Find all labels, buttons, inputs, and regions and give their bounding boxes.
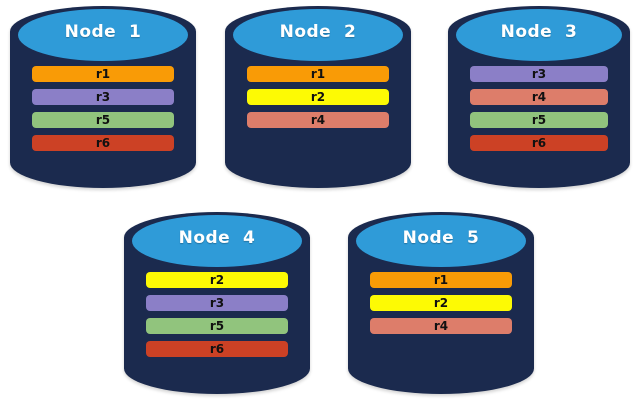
cylinder-top [132,215,302,267]
replica-bar[interactable]: r3 [469,66,609,82]
replica-bar[interactable]: r5 [32,112,174,128]
replica-label: r6 [209,342,225,356]
replica-bar[interactable]: r1 [247,66,389,82]
replica-label: r1 [433,273,449,287]
replica-label: r2 [310,90,326,104]
replica-bar[interactable]: r2 [370,295,512,311]
node-2-replica-list: r1 r2 r4 [225,66,411,128]
cylinder-top [18,9,188,61]
replica-label: r1 [95,67,111,81]
replica-label: r5 [531,113,547,127]
node-1[interactable]: Node 1 r1 r3 r5 r6 [10,6,196,188]
replica-bar[interactable]: r2 [247,89,389,105]
replica-label: r2 [209,273,225,287]
replica-bar[interactable]: r4 [469,89,609,105]
replica-bar[interactable]: r1 [370,272,512,288]
replica-label: r3 [531,67,547,81]
replica-bar[interactable]: r4 [370,318,512,334]
replica-bar[interactable]: r3 [146,295,288,311]
replica-bar[interactable]: r6 [32,135,174,151]
node-4[interactable]: Node 4 r2 r3 r5 r6 [124,212,310,394]
replica-bar[interactable]: r3 [32,89,174,105]
replica-label: r3 [95,90,111,104]
replica-bar[interactable]: r4 [247,112,389,128]
cylinder-top [356,215,526,267]
node-5-replica-list: r1 r2 r4 [348,272,534,334]
replica-bar[interactable]: r6 [146,341,288,357]
replica-label: r4 [531,90,547,104]
replica-label: r6 [531,136,547,150]
replica-bar[interactable]: r2 [146,272,288,288]
cylinder-top [233,9,403,61]
replica-label: r5 [95,113,111,127]
node-4-replica-list: r2 r3 r5 r6 [124,272,310,357]
node-4-label: Node 4 [178,228,256,248]
replica-label: r1 [310,67,326,81]
replica-bar[interactable]: r5 [146,318,288,334]
node-1-replica-list: r1 r3 r5 r6 [10,66,196,151]
replica-bar[interactable]: r6 [469,135,609,151]
replica-bar[interactable]: r5 [469,112,609,128]
replica-label: r2 [433,296,449,310]
replica-label: r4 [433,319,449,333]
replica-label: r6 [95,136,111,150]
node-1-label: Node 1 [64,22,142,42]
node-5-label: Node 5 [402,228,480,248]
replica-bar[interactable]: r1 [32,66,174,82]
node-5[interactable]: Node 5 r1 r2 r4 [348,212,534,394]
node-3-replica-list: r3 r4 r5 r6 [448,66,630,151]
node-2-label: Node 2 [279,22,357,42]
node-2[interactable]: Node 2 r1 r2 r4 [225,6,411,188]
replica-label: r4 [310,113,326,127]
node-3-label: Node 3 [500,22,578,42]
cylinder-top [456,9,622,61]
replica-label: r5 [209,319,225,333]
replica-label: r3 [209,296,225,310]
node-3[interactable]: Node 3 r3 r4 r5 r6 [448,6,630,188]
